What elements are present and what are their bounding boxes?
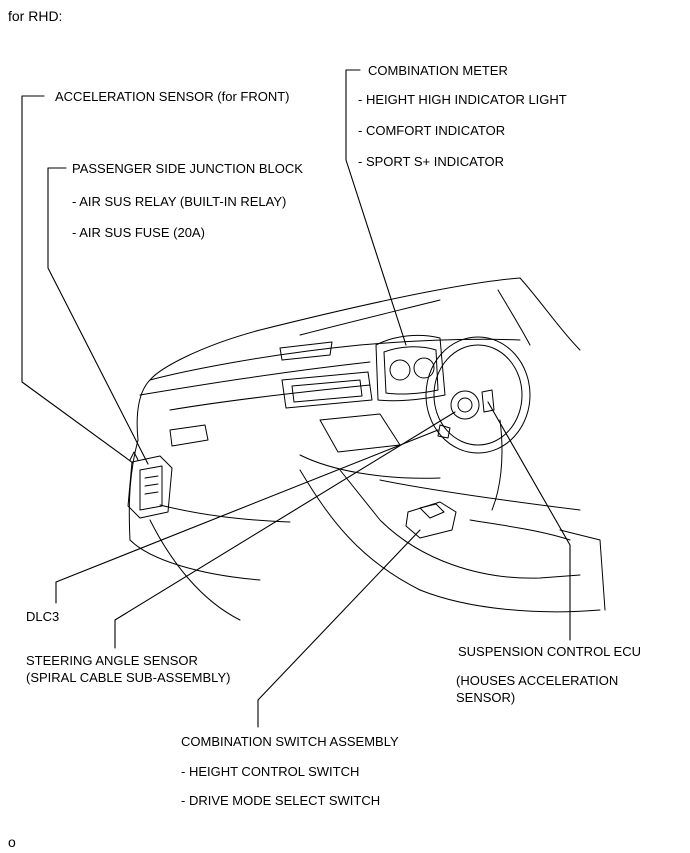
leader-suspension-ecu (487, 401, 571, 641)
label-sport-indicator: - SPORT S+ INDICATOR (358, 154, 505, 169)
leader-dlc3 (55, 429, 439, 604)
leader-acceleration-sensor (21, 95, 134, 464)
label-height-high-indicator: - HEIGHT HIGH INDICATOR LIGHT (358, 92, 567, 107)
windshield-outline (149, 277, 581, 381)
leader-combination-switch (257, 529, 421, 728)
label-sensor-close: SENSOR) (456, 690, 516, 705)
leader-steering-angle-sensor (114, 411, 456, 649)
label-houses-acceleration: (HOUSES ACCELERATION (456, 673, 619, 688)
label-comfort-indicator: - COMFORT INDICATOR (358, 123, 506, 138)
dashboard-top (136, 338, 521, 441)
label-acceleration-sensor: ACCELERATION SENSOR (for FRONT) (55, 89, 290, 104)
junction-block-drawing (127, 451, 173, 519)
label-junction-block: PASSENGER SIDE JUNCTION BLOCK (72, 161, 303, 176)
label-suspension-ecu: SUSPENSION CONTROL ECU (458, 644, 641, 659)
center-console (169, 371, 606, 613)
label-combination-switch: COMBINATION SWITCH ASSEMBLY (181, 734, 399, 749)
leader-lines (21, 69, 571, 728)
leader-combination-meter (345, 69, 407, 346)
label-combination-meter: COMBINATION METER (368, 63, 508, 78)
steering-wheel-drawing (425, 336, 531, 511)
combination-meter-drawing (375, 334, 446, 402)
page-header: for RHD: (8, 8, 63, 24)
page-footer: o (8, 834, 16, 850)
label-spiral-cable: (SPIRAL CABLE SUB-ASSEMBLY) (26, 670, 231, 685)
label-drive-mode-switch: - DRIVE MODE SELECT SWITCH (181, 793, 381, 808)
combination-switch-drawing (405, 501, 457, 539)
label-steering-angle-sensor: STEERING ANGLE SENSOR (26, 653, 198, 668)
label-air-sus-relay: - AIR SUS RELAY (BUILT-IN RELAY) (72, 194, 287, 209)
label-air-sus-fuse: - AIR SUS FUSE (20A) (72, 225, 205, 240)
passenger-lower-panel (128, 439, 291, 621)
leader-junction-block (47, 167, 149, 465)
label-dlc3: DLC3 (26, 609, 60, 624)
label-height-control-switch: - HEIGHT CONTROL SWITCH (181, 764, 360, 779)
